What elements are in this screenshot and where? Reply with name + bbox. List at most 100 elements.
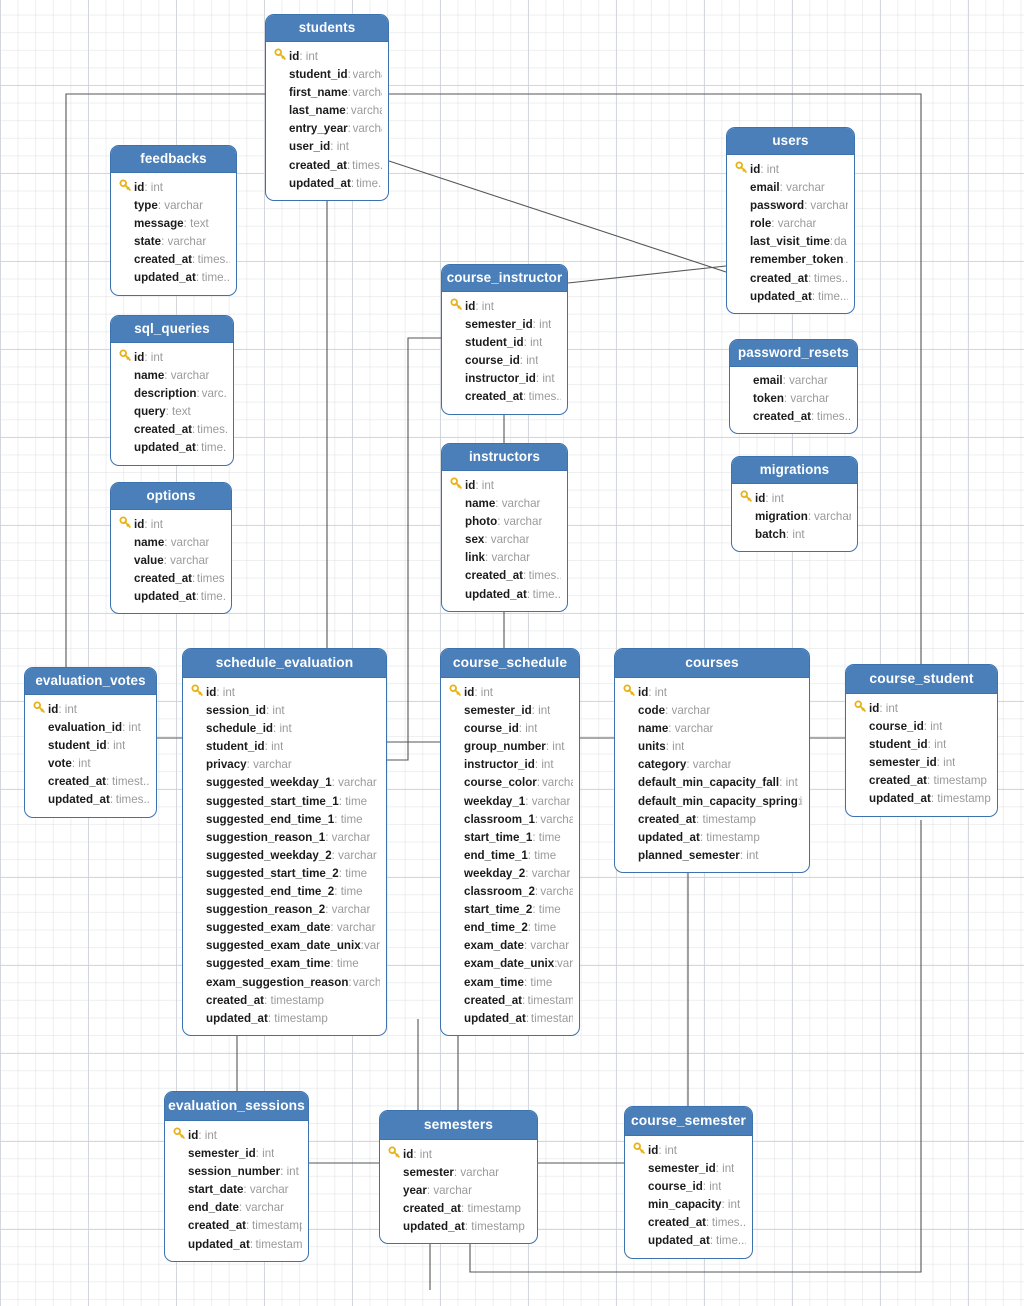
column-type: varchar — [350, 104, 382, 118]
column-type: time — [530, 975, 553, 989]
column-type: int — [419, 1148, 433, 1161]
column-row: id: int — [448, 476, 561, 495]
column-type: int — [539, 318, 552, 332]
column-name: created_at — [134, 572, 193, 586]
column-row: id: int — [272, 47, 382, 66]
column-name: created_at — [188, 1219, 247, 1233]
column-row: course_id: int — [447, 720, 573, 738]
column-type-separator: : — [523, 390, 527, 404]
column-row: units: int — [621, 738, 803, 756]
primary-key-icon — [272, 47, 289, 66]
column-row: category: varchar — [621, 756, 803, 774]
column-type-separator: : — [273, 722, 280, 736]
column-type-separator: : — [106, 739, 114, 753]
column-row: updated_at: time... — [733, 288, 848, 306]
column-type: int — [530, 336, 543, 350]
column-type-separator: : — [526, 587, 531, 601]
column-type: varchar — [540, 812, 573, 826]
entity-title-password_resets: password_resets — [730, 340, 857, 367]
column-type-separator: : — [829, 235, 834, 249]
column-row: semester_id: int — [448, 316, 561, 334]
column-type-separator: : — [109, 793, 116, 807]
column-name: group_number — [464, 740, 546, 754]
column-name: created_at — [753, 410, 812, 424]
column-name: id — [206, 686, 217, 699]
entity-title-schedule_evaluation: schedule_evaluation — [183, 649, 386, 678]
column-row: id: int — [738, 489, 851, 508]
column-name: evaluation_id — [48, 721, 123, 735]
column-type: timestamp — [255, 1237, 302, 1251]
column-type: time — [538, 830, 561, 844]
column-name: classroom_1 — [464, 812, 535, 826]
column-type-separator: : — [347, 158, 351, 172]
column-type: int — [78, 757, 91, 771]
column-type-separator: : — [534, 758, 542, 772]
column-type-separator: : — [519, 354, 527, 368]
column-name: course_color — [464, 776, 537, 790]
column-name: student_id — [289, 68, 348, 82]
column-name: suggested_exam_date — [206, 921, 331, 935]
column-type: int — [672, 740, 685, 754]
column-row: suggested_start_time_2: time — [189, 865, 380, 883]
column-name: updated_at — [638, 830, 700, 844]
column-name: name — [134, 369, 165, 383]
column-row: instructor_id: int — [448, 370, 561, 388]
column-type: int — [799, 794, 803, 808]
column-name: state — [134, 235, 162, 249]
column-row: migration: varchar — [738, 508, 851, 526]
column-type-separator: : — [525, 1011, 530, 1025]
column-type-separator: : — [532, 318, 540, 332]
column-type: varchar — [777, 217, 817, 231]
column-row: instructor_id: int — [447, 756, 573, 774]
primary-key-icon — [117, 515, 134, 534]
column-type-separator: : — [702, 1180, 710, 1194]
column-row: planned_semester: int — [621, 847, 803, 865]
column-name: student_id — [869, 738, 928, 752]
column-type-separator: : — [807, 510, 814, 524]
column-row: created_at: timestamp — [171, 1217, 302, 1235]
column-type: varchar — [331, 903, 371, 917]
column-name: type — [134, 199, 158, 213]
column-row: id: int — [733, 160, 848, 179]
column-type: int — [526, 354, 539, 368]
column-name: semester_id — [464, 704, 532, 718]
column-type: da... — [833, 235, 848, 249]
primary-key-icon — [117, 178, 134, 197]
column-type: varchar — [531, 794, 571, 808]
column-type: varchar — [170, 369, 210, 383]
column-type: varchar — [170, 554, 209, 568]
column-type-separator: : — [665, 740, 673, 754]
column-row: id: int — [447, 683, 573, 702]
column-type: time — [340, 885, 363, 899]
column-type: varchar — [790, 392, 830, 406]
column-type-separator: : — [360, 939, 364, 953]
entity-title-feedbacks: feedbacks — [111, 146, 236, 173]
column-type: int — [766, 163, 780, 176]
column-type: times... — [352, 158, 382, 172]
column-type-separator: : — [347, 86, 351, 100]
column-row: suggested_end_time_2: time — [189, 883, 380, 901]
column-name: suggested_end_time_2 — [206, 885, 335, 899]
column-row: updated_at: timestamp — [386, 1218, 531, 1236]
